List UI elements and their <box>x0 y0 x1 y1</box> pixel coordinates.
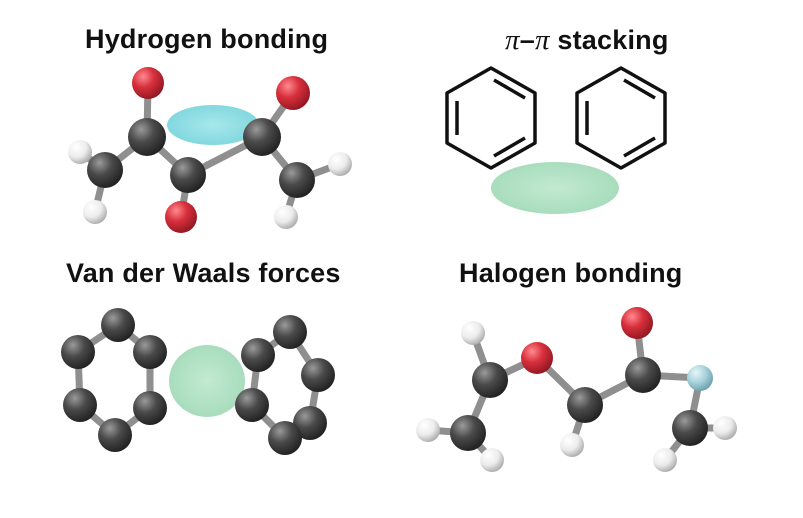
hydrogen-atom <box>83 200 107 224</box>
benzene-ring-right <box>575 66 667 170</box>
carbon-atom <box>170 157 206 193</box>
pi-title-rest: stacking <box>549 25 669 55</box>
carbon-atom <box>268 421 302 455</box>
title-pi-stacking: π–π stacking <box>505 24 669 57</box>
pi-symbol-a: π <box>505 24 520 56</box>
hydrogen-atom <box>328 152 352 176</box>
carbon-atom <box>273 315 307 349</box>
pi-dash: – <box>519 25 535 55</box>
carbon-atom <box>98 418 132 452</box>
carbon-atom <box>235 388 269 422</box>
carbon-atom <box>672 410 708 446</box>
hydrogen-atom <box>560 433 584 457</box>
carbon-atom <box>241 338 275 372</box>
hydrogen-atom <box>461 321 485 345</box>
title-van-der-waals: Van der Waals forces <box>66 258 341 288</box>
oxygen-atom <box>621 307 653 339</box>
title-hydrogen-bonding: Hydrogen bonding <box>85 24 329 54</box>
hb-atoms <box>68 67 352 233</box>
van-der-waals-region <box>169 345 245 417</box>
carbon-atom <box>293 406 327 440</box>
hydrogen-atom <box>416 418 440 442</box>
halogen-bonding-molecule <box>416 307 737 472</box>
carbon-atom <box>133 391 167 425</box>
oxygen-atom <box>165 201 197 233</box>
halogen-atom <box>687 365 713 391</box>
title-halogen-bonding: Halogen bonding <box>459 258 683 288</box>
hydrogen-atom <box>653 448 677 472</box>
hydrogen-bond-region <box>167 105 259 145</box>
hydrogen-atom <box>713 416 737 440</box>
van-der-waals-molecules <box>61 308 335 455</box>
carbon-atom <box>301 358 335 392</box>
hydrogen-atom <box>480 448 504 472</box>
ring-double-bond <box>493 136 526 158</box>
oxygen-atom <box>276 76 310 110</box>
hydrogen-bonding-molecule <box>68 67 352 233</box>
ring-double-bond <box>493 78 526 100</box>
carbon-atom <box>472 362 508 398</box>
hydrogen-atom <box>68 140 92 164</box>
hydrogen-atom <box>274 205 298 229</box>
carbon-atom <box>63 388 97 422</box>
pi-stacking-region <box>491 162 619 214</box>
ring-double-bond <box>623 136 656 158</box>
carbon-atom <box>243 118 281 156</box>
benzene-ring-left <box>445 66 537 170</box>
vdw-atoms <box>61 308 335 455</box>
ring-double-bond <box>623 78 656 100</box>
oxygen-atom <box>521 342 553 374</box>
carbon-atom <box>133 335 167 369</box>
carbon-atom <box>625 357 661 393</box>
carbon-atom <box>101 308 135 342</box>
oxygen-atom <box>132 67 164 99</box>
carbon-atom <box>567 387 603 423</box>
halogen-atoms <box>416 307 737 472</box>
carbon-atom <box>61 335 95 369</box>
carbon-atom <box>128 118 166 156</box>
carbon-atom <box>279 162 315 198</box>
carbon-atom <box>450 415 486 451</box>
carbon-atom <box>87 152 123 188</box>
pi-stacking-rings <box>445 66 667 214</box>
pi-symbol-b: π <box>534 24 550 56</box>
